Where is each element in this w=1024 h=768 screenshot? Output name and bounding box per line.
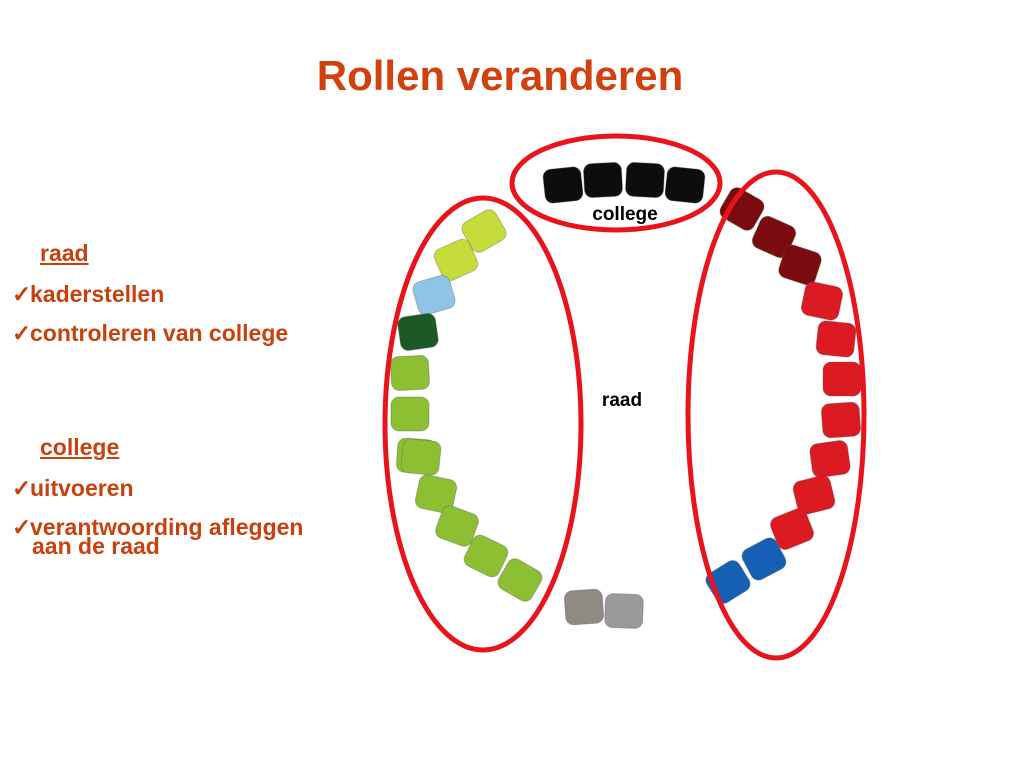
council-seat <box>414 474 458 514</box>
council-seat <box>809 440 851 478</box>
college-ring <box>509 133 723 233</box>
raad-roles-list: raad ✓kaderstellen ✓controleren van coll… <box>12 240 288 359</box>
council-seat <box>822 361 862 397</box>
council-seat <box>390 354 430 392</box>
checkmark-icon: ✓ <box>12 514 32 540</box>
council-seat <box>719 187 765 231</box>
slide-title: Rollen veranderen <box>316 52 684 99</box>
grey-seat <box>563 588 605 626</box>
college-roles-list: college ✓uitvoeren ✓verantwoording afleg… <box>12 434 303 572</box>
council-seat <box>397 313 439 351</box>
raad-heading: raad <box>40 240 89 266</box>
council-seat <box>497 558 543 602</box>
checkmark-icon: ✓ <box>12 475 32 501</box>
council-seat <box>815 320 857 358</box>
college-role-label: verantwoording afleggen <box>30 514 304 540</box>
college-seat <box>583 161 623 199</box>
council-seat <box>400 438 442 476</box>
council-seat <box>390 396 430 432</box>
college-heading: college <box>40 434 120 460</box>
council-seat <box>412 274 456 316</box>
council-seat <box>769 508 815 550</box>
council-seat <box>435 505 479 547</box>
college-seat <box>664 166 706 204</box>
college-role-item: ✓uitvoeren <box>12 475 303 502</box>
council-seat <box>800 281 844 321</box>
raad-role-label: kaderstellen <box>30 281 165 307</box>
council-seat <box>463 534 509 578</box>
council-seat <box>778 244 822 286</box>
council-seat <box>751 215 797 259</box>
council-seat <box>820 401 862 439</box>
raad-diagram-label: raad <box>602 390 642 411</box>
council-seat <box>741 537 787 581</box>
checkmark-icon: ✓ <box>12 320 32 346</box>
college-seat <box>625 161 665 199</box>
raad-role-label: controleren van college <box>30 320 289 346</box>
grey-seat <box>604 593 644 629</box>
college-diagram-label: college <box>592 204 657 225</box>
right-council-ring <box>685 169 867 661</box>
raad-role-item: ✓kaderstellen <box>12 281 288 308</box>
council-seat <box>461 209 507 253</box>
college-role-label-continued: aan de raad <box>32 533 160 559</box>
seat-group <box>390 161 862 629</box>
raad-role-item: ✓controleren van college <box>12 320 288 347</box>
council-seat <box>792 475 836 515</box>
college-role-label: uitvoeren <box>30 475 134 501</box>
checkmark-icon: ✓ <box>12 281 32 307</box>
college-seat <box>542 166 584 204</box>
left-council-ring <box>382 195 584 653</box>
council-seat <box>433 238 479 282</box>
